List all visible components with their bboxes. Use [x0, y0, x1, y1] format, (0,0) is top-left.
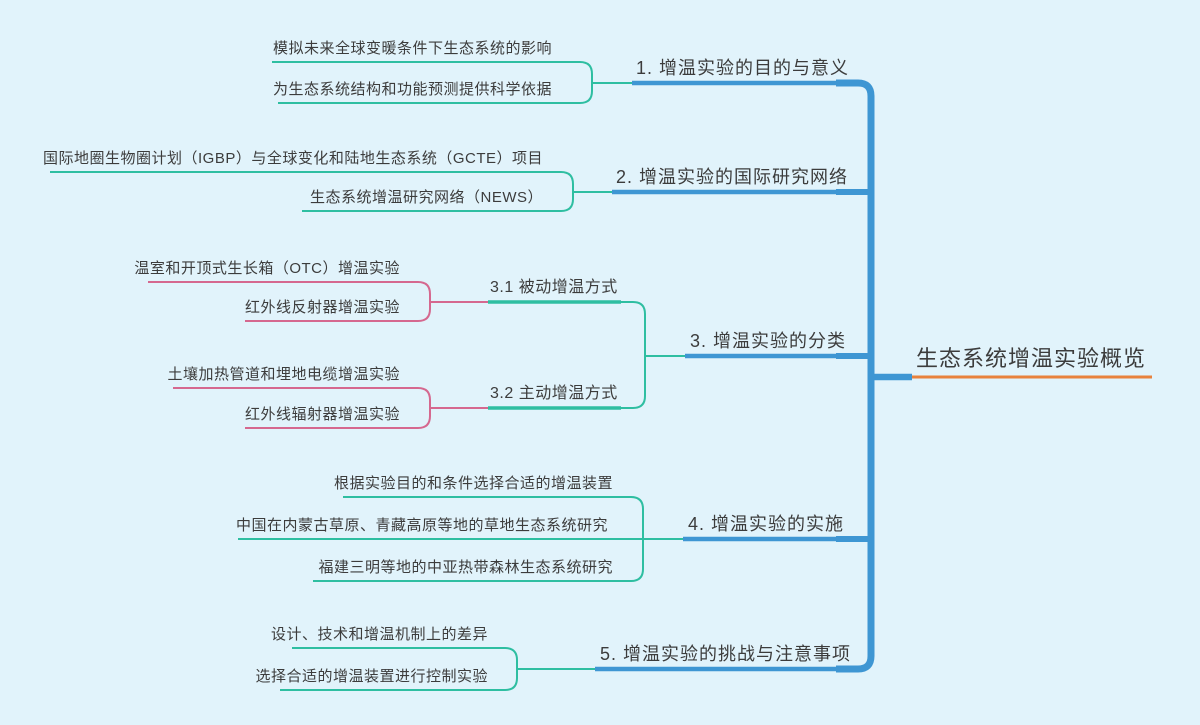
subtopic-3-2[interactable]: 3.2 主动增温方式 — [490, 385, 618, 402]
leaf-topic[interactable]: 根据实验目的和条件选择合适的增温装置 — [333, 475, 613, 492]
leaf-topic[interactable]: 红外线反射器增温实验 — [244, 299, 400, 316]
leaf-topic[interactable]: 国际地圈生物圈计划（IGBP）与全球变化和陆地生态系统（GCTE）项目 — [42, 150, 543, 167]
leaf-topic[interactable]: 温室和开顶式生长箱（OTC）增温实验 — [134, 260, 400, 277]
subtopic-3-1[interactable]: 3.1 被动增温方式 — [490, 279, 618, 296]
root-topic[interactable]: 生态系统增温实验概览 — [916, 346, 1147, 371]
leaf-topic[interactable]: 模拟未来全球变暖条件下生态系统的影响 — [272, 40, 552, 57]
leaf-topic[interactable]: 福建三明等地的中亚热带森林生态系统研究 — [318, 559, 613, 576]
leaf-topic[interactable]: 生态系统增温研究网络（NEWS） — [309, 189, 543, 206]
main-topic-4[interactable]: 4. 增温实验的实施 — [688, 514, 845, 534]
leaf-topic[interactable]: 选择合适的增温装置进行控制实验 — [255, 668, 488, 685]
trunk-lines — [595, 79, 912, 673]
leaf-topic[interactable]: 设计、技术和增温机制上的差异 — [270, 626, 488, 643]
main-topic-2[interactable]: 2. 增温实验的国际研究网络 — [616, 167, 849, 187]
leaf-topic[interactable]: 红外线辐射器增温实验 — [244, 406, 400, 423]
teal-branch-lines — [50, 61, 685, 691]
main-topic-1[interactable]: 1. 增温实验的目的与意义 — [636, 58, 850, 78]
leaf-topic[interactable]: 为生态系统结构和功能预测提供科学依据 — [272, 81, 552, 98]
leaf-topic[interactable]: 中国在内蒙古草原、青藏高原等地的草地生态系统研究 — [235, 517, 608, 534]
main-topic-5[interactable]: 5. 增温实验的挑战与注意事项 — [600, 644, 852, 664]
leaf-topic[interactable]: 土壤加热管道和埋地电缆增温实验 — [167, 366, 400, 383]
pink-leaf-lines — [148, 281, 488, 429]
main-topic-3[interactable]: 3. 增温实验的分类 — [690, 331, 847, 351]
